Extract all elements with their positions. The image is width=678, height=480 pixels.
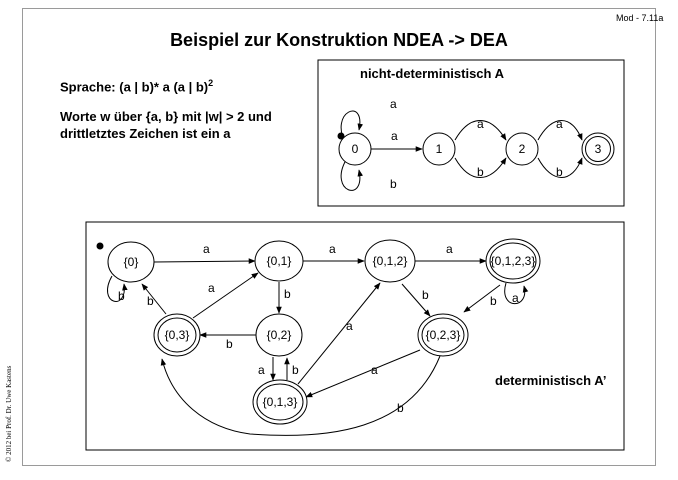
language-text: Sprache: (a | b)* a (a | b) [60,79,209,95]
nfa-state-0-label: 0 [352,142,359,156]
dfa-edge-s012-s023 [401,283,431,317]
nfa-label: nicht-deterministisch A [360,66,505,81]
nfa-edge-n1-n2-a [454,120,507,141]
nfa-edge-n1-n2-b [454,157,507,178]
nfa-edge-n2-n3-a [537,120,583,141]
dfa-state-012-label: {0,1,2} [373,254,408,268]
dfa-state-013-final-ring [256,383,304,421]
dfa-state-013 [252,379,308,425]
dfa-state-02 [255,313,303,357]
language-exponent: 2 [208,78,214,88]
nfa-state-1 [422,132,456,166]
description-line-2: drittletztes Zeichen ist ein a [60,126,231,141]
nfa-edge-labels: a b a a b a b [390,97,563,191]
nfa-label-n1-n2-b: b [477,165,484,179]
dfa-label-s03-s01: a [208,281,215,295]
nfa-label-n0-loop-b: b [390,177,397,191]
dfa-edge-s0123-loop-a [504,282,529,305]
dfa-label-s01-s02: b [284,287,291,301]
nfa-state-1-label: 1 [436,142,443,156]
dfa-edges [106,258,529,436]
nfa-state-2-label: 2 [519,142,526,156]
nfa-label-n2-n3-b: b [556,165,563,179]
dfa-label-s013-s012: a [346,319,353,333]
dfa-label-s023-s03: b [397,401,404,415]
dfa-state-023-label: {0,2,3} [426,328,461,342]
dfa-state-02-label: {0,2} [267,328,292,342]
dfa-state-023 [417,313,469,357]
dfa-state-023-final-ring [421,317,465,353]
nfa-state-3-label: 3 [595,142,602,156]
dfa-label-s013-s02: b [292,363,299,377]
nfa-edge-n0-loop-b [340,159,364,191]
slide-code: Mod - 7.11a [616,13,664,23]
dfa-box [85,221,625,451]
dfa-label-s023-s013: a [371,363,378,377]
dfa-label-s02-s03: b [226,337,233,351]
dfa-state-012 [364,239,416,283]
nfa-label-n0-n1: a [391,129,398,143]
dfa-edge-labels: b a a a a b b b b a b a b a a b [118,242,519,415]
nfa-box [317,59,625,207]
dfa-state-01-label: {0,1} [267,254,292,268]
dfa-label-s02-s013: a [258,363,265,377]
language-definition: Sprache: (a | b)* a (a | b)2 [60,78,213,94]
dfa-state-01 [254,240,304,282]
dfa-label-s0-s01: a [203,242,210,256]
dfa-label-s0123-loop: a [512,291,519,305]
slide-frame [22,8,656,466]
dfa-edge-s0-loop-b [106,275,128,302]
dfa-label-s012-s023: b [422,288,429,302]
dfa-edge-s0-s01 [153,258,256,264]
nfa-state-2 [505,132,539,166]
dfa-state-0123-label: {0,1,2,3} [491,254,536,268]
nfa-edges [340,110,583,191]
dfa-state-0-label: {0} [124,255,139,269]
dfa-edge-s03-s01 [192,272,259,319]
dfa-label: deterministisch A’ [495,373,607,388]
dfa-label-s0123-s023: b [490,294,497,308]
dfa-state-03-label: {0,3} [165,328,190,342]
nfa-state-0 [338,132,372,166]
dfa-label-s0-loop: b [118,289,125,303]
dfa-state-013-label: {0,1,3} [263,395,298,409]
nfa-state-3 [581,132,615,166]
dfa-edge-s013-s012 [297,282,381,385]
description-line-1: Worte w über {a, b} mit |w| > 2 und [60,109,272,124]
nfa-edge-n2-n3-b [537,157,583,178]
dfa-edge-s0123-s023 [463,284,501,313]
slide-title: Beispiel zur Konstruktion NDEA -> DEA [170,30,508,50]
dfa-states: {0} {0,1} {0,1,2} {0,1,2,3} {0,3} {0,2} … [96,238,541,425]
nfa-label-n0-loop-a: a [390,97,397,111]
dfa-state-0123-final-ring [489,242,537,280]
dfa-label-s03-s0: b [147,294,154,308]
nfa-states: 0 1 2 3 [337,132,615,166]
nfa-state-3-final-ring [585,136,611,162]
dfa-edge-s03-s0 [141,283,167,315]
dfa-start-marker [96,242,104,250]
dfa-edge-s023-s013 [305,349,421,398]
dfa-state-03 [153,313,201,357]
dfa-edge-s023-s03 [160,355,441,436]
nfa-start-marker [337,132,345,140]
dfa-state-03-final-ring [157,317,197,353]
dfa-state-0123 [485,238,541,284]
nfa-label-n2-n3-a: a [556,117,563,131]
dfa-state-0 [107,241,155,283]
dfa-label-s01-s012: a [329,242,336,256]
dfa-label-s012-s0123: a [446,242,453,256]
nfa-label-n1-n2-a: a [477,117,484,131]
